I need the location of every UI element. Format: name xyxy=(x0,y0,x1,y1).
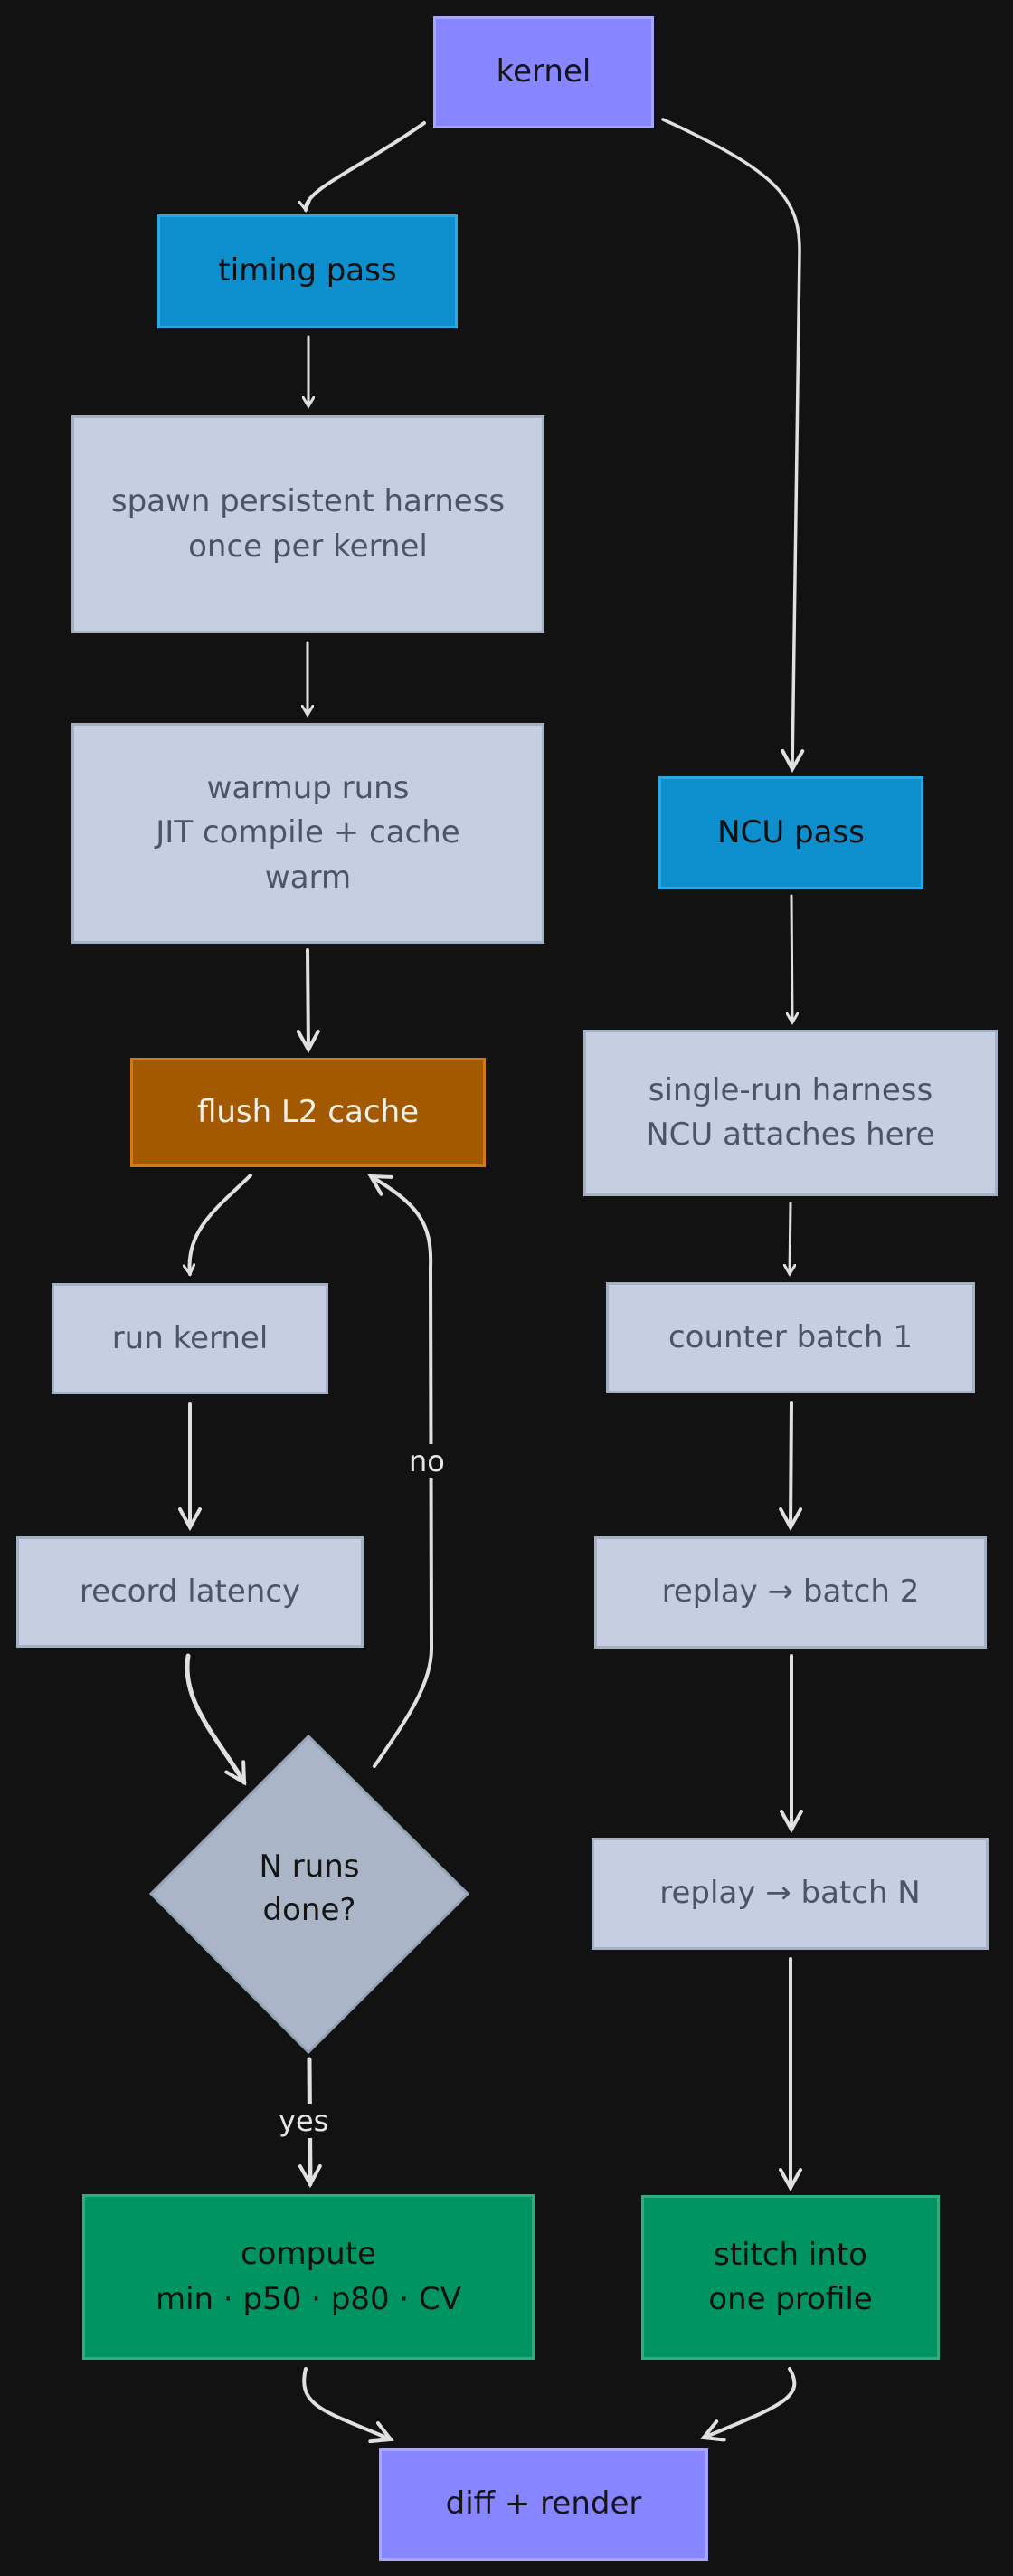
edge-compute-diff xyxy=(302,2367,391,2439)
node-spawn-harness[interactable]: spawn persistent harness once per kernel xyxy=(71,415,544,633)
node-compute-stats[interactable]: compute min · p50 · p80 · CV xyxy=(82,2194,535,2360)
node-record-latency[interactable]: record latency xyxy=(16,1536,364,1648)
node-flush-l2[interactable]: flush L2 cache xyxy=(130,1058,486,1167)
node-timing-pass[interactable]: timing pass xyxy=(157,214,458,328)
node-replay-batch-2[interactable]: replay → batch 2 xyxy=(594,1536,987,1649)
node-warmup-runs[interactable]: warmup runs JIT compile + cache warm xyxy=(71,723,544,944)
decision-diamond xyxy=(148,1734,470,2055)
edge-kernel-ncu xyxy=(661,118,800,769)
edge-ncu-single xyxy=(791,894,792,1022)
decision-label[interactable]: N runs done? xyxy=(259,1849,360,1928)
edge-decision-flush-no xyxy=(371,1176,434,1768)
edge-kernel-timing xyxy=(306,121,426,210)
node-run-kernel[interactable]: run kernel xyxy=(52,1283,328,1394)
node-counter-batch-1[interactable]: counter batch 1 xyxy=(606,1282,975,1393)
node-ncu-pass[interactable]: NCU pass xyxy=(658,776,923,889)
edge-label-no: no xyxy=(407,1444,447,1478)
node-kernel[interactable]: kernel xyxy=(433,16,654,128)
edge-label-yes: yes xyxy=(277,2104,331,2138)
edge-stitch-diff xyxy=(704,2367,797,2438)
node-stitch-profile[interactable]: stitch into one profile xyxy=(641,2195,940,2360)
edge-flush-run xyxy=(190,1174,252,1274)
edge-record-decision xyxy=(185,1653,247,1782)
node-diff-render[interactable]: diff + render xyxy=(379,2448,708,2561)
node-single-run-harness[interactable]: single-run harness NCU attaches here xyxy=(583,1030,998,1196)
node-replay-batch-n[interactable]: replay → batch N xyxy=(592,1838,989,1950)
edge-single-counter xyxy=(790,1202,791,1274)
